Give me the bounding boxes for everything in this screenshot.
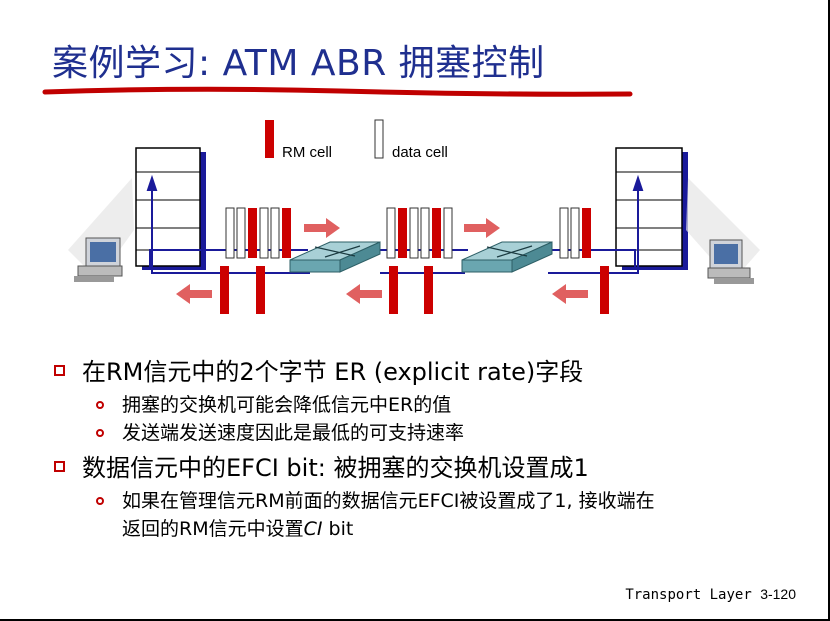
title-underline — [42, 86, 633, 97]
backward-rm-cells — [220, 266, 609, 314]
legend-data-cell-icon — [374, 119, 384, 159]
sub-bullet: 发送端发送速度因此是最低的可支持速率 — [52, 419, 812, 447]
bullet-efci-bit: 数据信元中的EFCI bit: 被拥塞的交换机设置成1 — [52, 451, 812, 485]
source-computer-icon — [68, 178, 134, 282]
bullet-er-field: 在RM信元中的2个字节 ER (explicit rate)字段 — [52, 355, 812, 389]
sub-bullet: 拥塞的交换机可能会降低信元中ER的值 — [52, 391, 812, 419]
circle-bullet-icon — [96, 429, 104, 437]
sub-bullet: 如果在管理信元RM前面的数据信元EFCI被设置成了1, 接收端在 返回的RM信元… — [52, 487, 812, 543]
square-bullet-icon — [54, 365, 65, 376]
legend-data-cell-label: data cell — [392, 144, 448, 161]
circle-bullet-icon — [96, 497, 104, 505]
forward-cells-group-2 — [386, 207, 453, 259]
destination-computer-icon — [686, 178, 760, 284]
forward-cells-group-1 — [225, 207, 291, 259]
page-number: 3-120 — [760, 586, 796, 602]
atm-switch-2 — [461, 241, 553, 273]
slide-title: 案例学习: ATM ABR 拥塞控制 — [52, 43, 545, 84]
circle-bullet-icon — [96, 401, 104, 409]
square-bullet-icon — [54, 461, 65, 472]
atm-network-diagram: RM cell data cell — [68, 119, 760, 314]
backward-direction-arrows — [176, 284, 588, 304]
forward-direction-arrows — [304, 218, 500, 238]
source-host-stack — [135, 147, 206, 270]
legend-rm-cell-icon — [265, 120, 274, 158]
footer-label: Transport Layer — [625, 587, 752, 603]
slide-footer: Transport Layer 3-120 — [625, 586, 796, 603]
atm-switch-1 — [289, 241, 381, 273]
forward-cells-group-3 — [559, 207, 591, 259]
legend-rm-cell-label: RM cell — [282, 144, 332, 161]
bullet-list: 在RM信元中的2个字节 ER (explicit rate)字段 拥塞的交换机可… — [52, 355, 812, 543]
destination-host-stack — [615, 147, 688, 270]
